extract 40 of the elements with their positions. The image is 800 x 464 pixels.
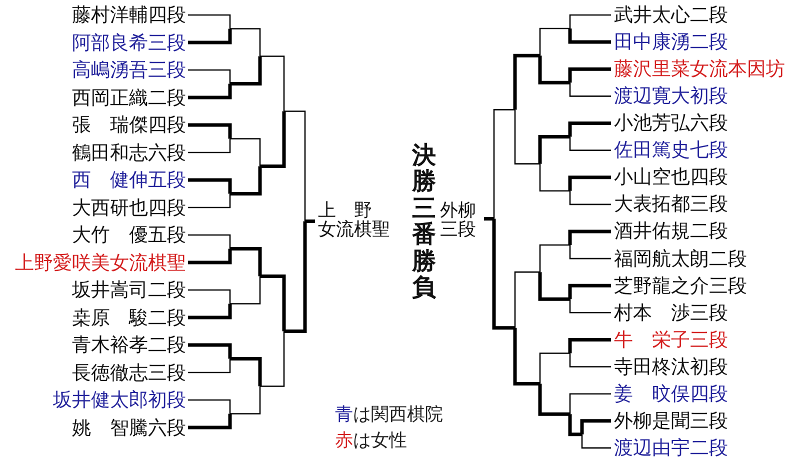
player-name: 村本 渉三段 xyxy=(614,300,728,325)
player-name: 姜 旼俣四段 xyxy=(614,382,728,406)
player-name: 桒原 駿二段 xyxy=(72,306,186,330)
legend-text: 青は関西棋院 xyxy=(335,404,443,426)
player-name: 張 瑞傑四段 xyxy=(72,113,186,137)
player-name: 坂井健太郎初段 xyxy=(53,388,186,412)
player-name: 藤村洋輔四段 xyxy=(72,3,186,27)
player-name: 佐田篤史七段 xyxy=(614,138,728,162)
player-name: 上野愛咲美女流棋聖 xyxy=(15,250,186,274)
player-name: 大竹 優五段 xyxy=(72,223,186,247)
finalist-label: 外柳 xyxy=(440,201,476,221)
player-name: 姚 智騰六段 xyxy=(72,416,186,440)
player-name: 長徳徹志三段 xyxy=(72,360,186,384)
player-name: 藤沢里菜女流本因坊 xyxy=(614,57,785,82)
legend-text: 赤は女性 xyxy=(335,430,407,452)
player-name: 阿部良希三段 xyxy=(72,30,186,54)
player-name: 小山空也四段 xyxy=(614,165,728,190)
player-name: 渡辺由宇二段 xyxy=(614,436,728,460)
player-name: 大西研也四段 xyxy=(72,196,186,220)
title: 決勝三番勝負 xyxy=(412,142,436,300)
player-name: 鶴田和志六段 xyxy=(72,140,186,164)
player-name: 福岡航太朗二段 xyxy=(614,246,747,271)
player-name: 外柳是聞三段 xyxy=(614,408,728,433)
player-name: 渡辺寛大初段 xyxy=(614,84,728,108)
player-name: 高嶋湧吾三段 xyxy=(72,58,186,82)
finalist-label: 三段 xyxy=(440,220,476,240)
player-name: 坂井嵩司二段 xyxy=(72,278,186,302)
player-name: 西岡正織二段 xyxy=(72,86,186,110)
player-name: 芝野龍之介三段 xyxy=(614,274,747,298)
player-name: 武井太心二段 xyxy=(614,3,728,27)
player-name: 酒井佑規二段 xyxy=(614,219,728,244)
player-name: 田中康湧二段 xyxy=(614,30,728,54)
player-name: 青木裕孝二段 xyxy=(72,333,186,357)
player-name: 西 健伸五段 xyxy=(72,168,186,192)
player-name: 牛 栄子三段 xyxy=(614,328,728,352)
player-name: 小池芳弘六段 xyxy=(614,111,728,136)
finalist-label: 女流棋聖 xyxy=(318,220,390,240)
player-name: 大表拓都三段 xyxy=(614,192,728,216)
player-name: 寺田柊汰初段 xyxy=(614,354,728,379)
finalist-label: 上 野 xyxy=(318,201,372,221)
